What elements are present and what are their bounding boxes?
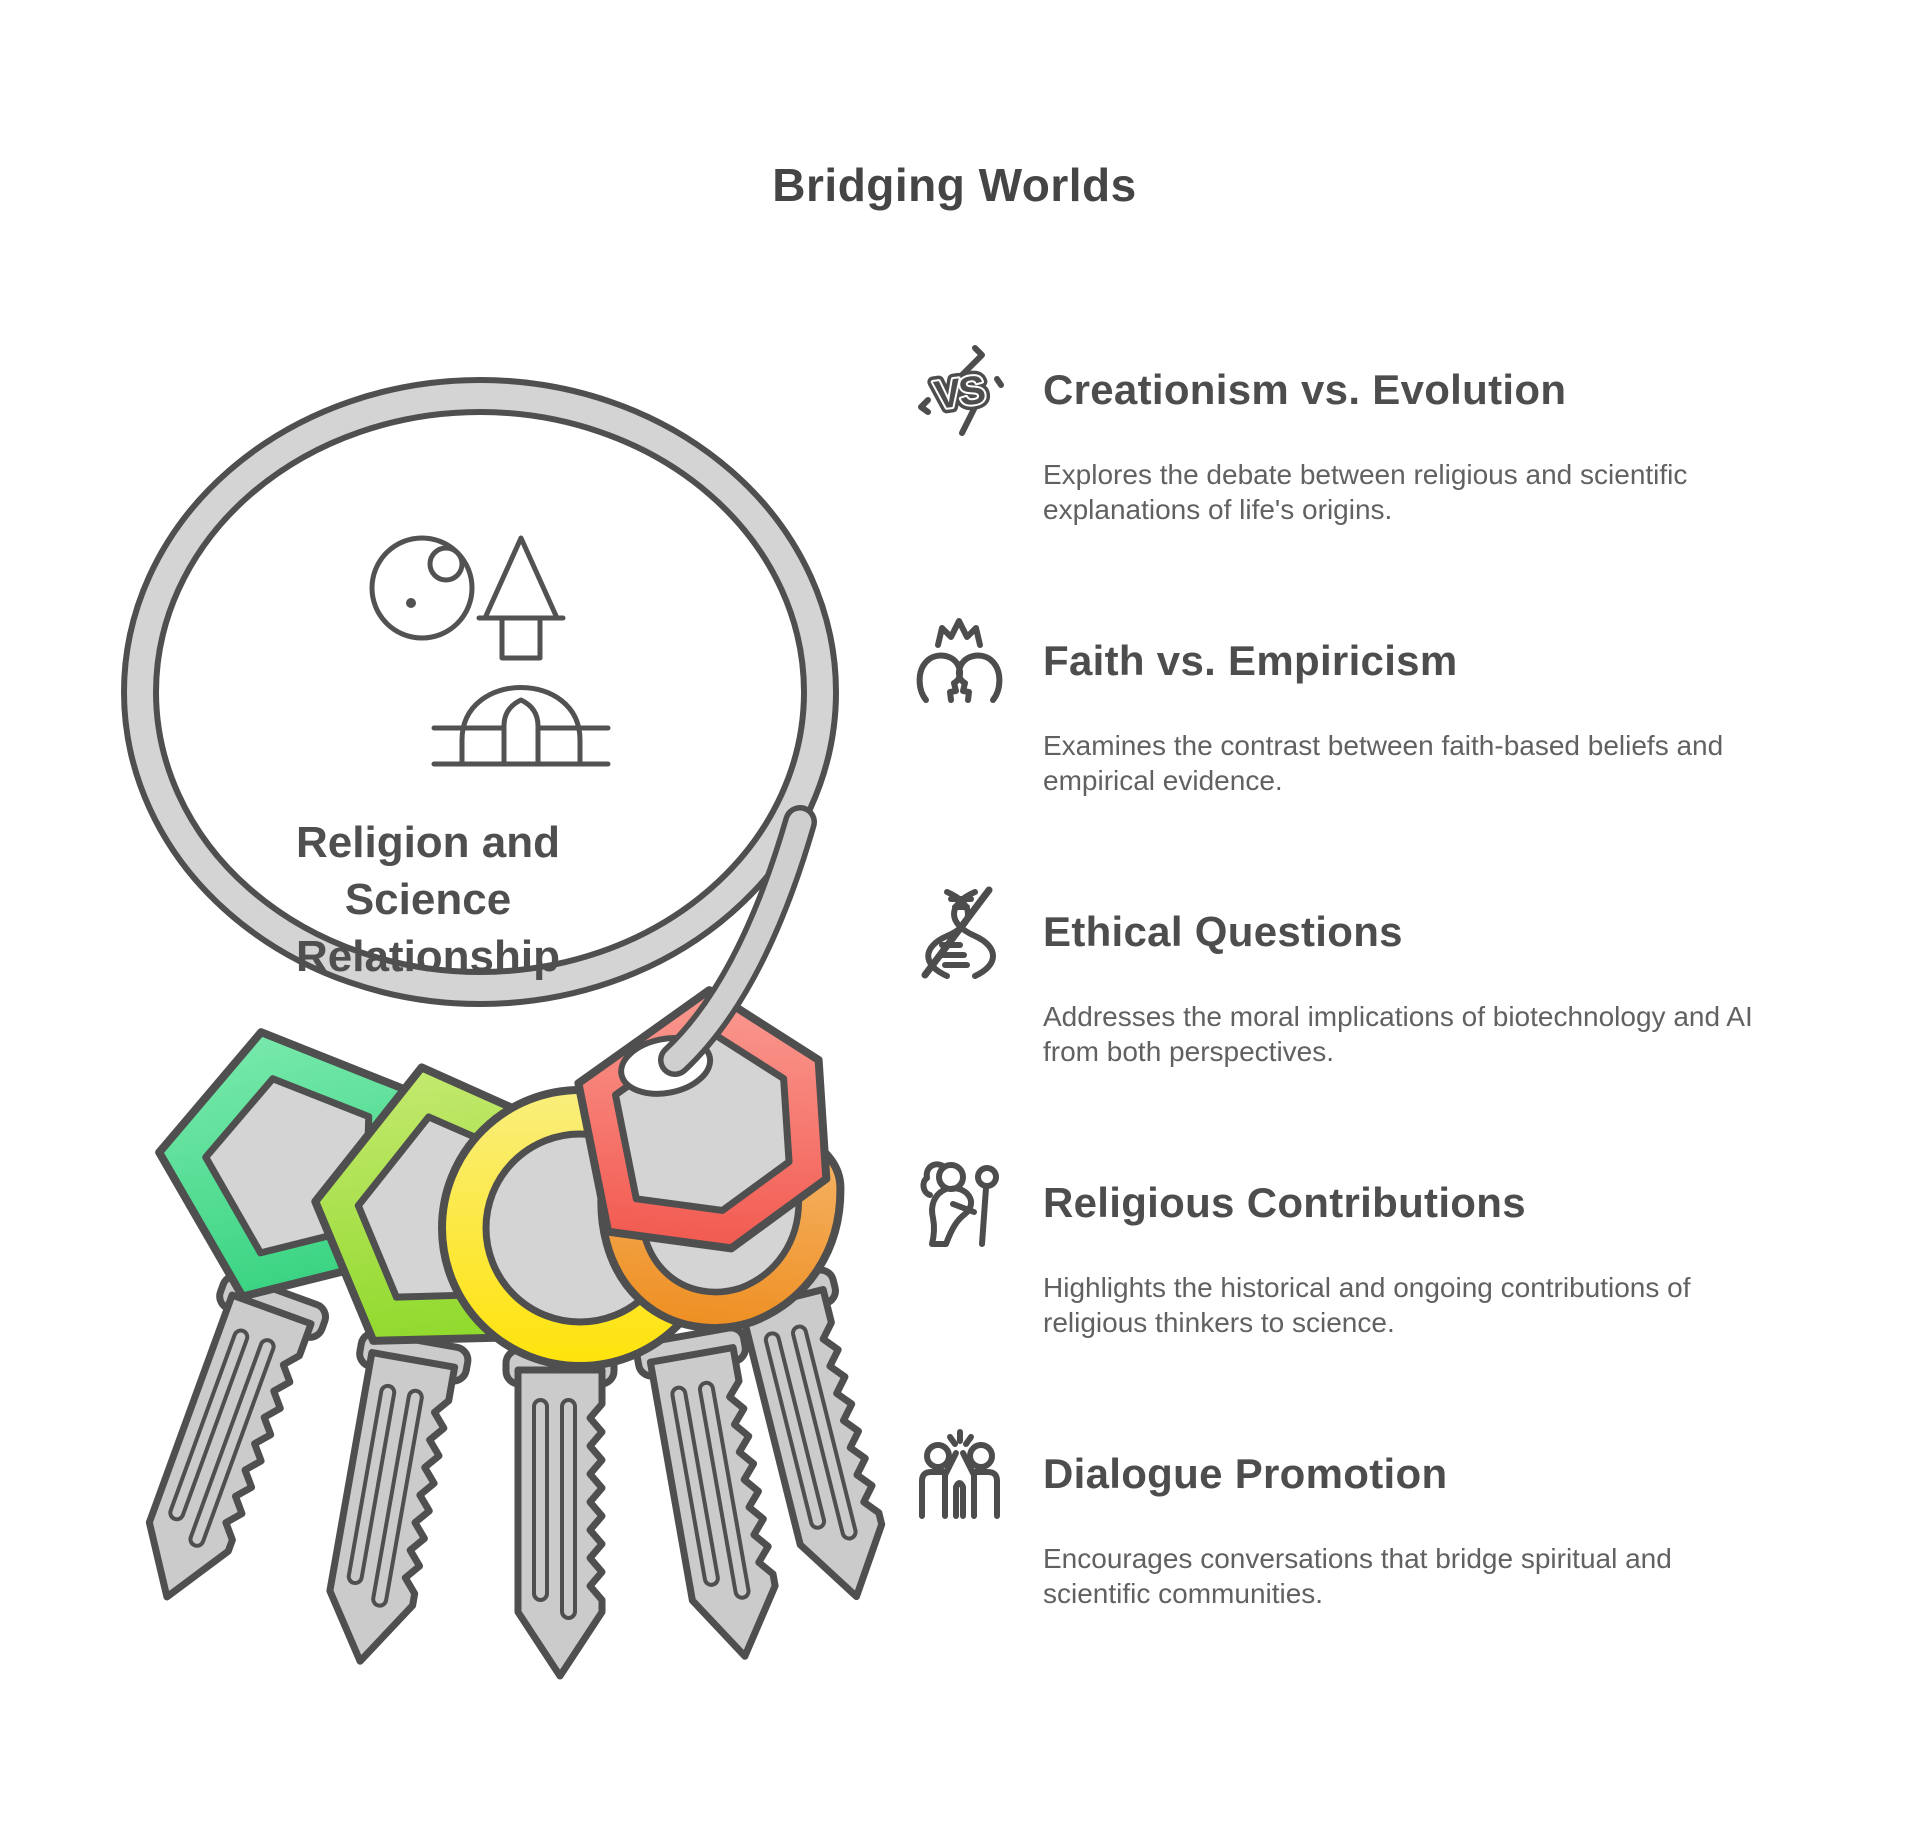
person-staff-icon (912, 1156, 1007, 1251)
keyring-label: Religion and Science Relationship (296, 818, 560, 981)
keyring-label-line2: Science (345, 875, 511, 924)
keyring-illustration: Religion and Science Relationship (90, 360, 910, 1660)
topic-content: Creationism vs. Evolution Explores the d… (1043, 343, 1772, 527)
keyring-label-line1: Religion and (296, 818, 560, 867)
vs-icon-text: VS (931, 368, 987, 419)
debate-people-icon (912, 614, 1007, 709)
key-head-red (574, 986, 831, 1253)
key-shaft-3 (506, 1350, 614, 1676)
topic-content: Faith vs. Empiricism Examines the contra… (1043, 614, 1772, 798)
topic-description: Highlights the historical and ongoing co… (1043, 1272, 1691, 1338)
topic-content: Religious Contributions Highlights the h… (1043, 1156, 1772, 1340)
dna-crossed-icon (912, 885, 1007, 980)
topic-description: Encourages conversations that bridge spi… (1043, 1543, 1672, 1609)
high-five-icon (912, 1427, 1007, 1522)
moon-icon (369, 535, 475, 641)
topic-item-creationism-vs-evolution: VS VS Creationism vs. Evolution Explores… (912, 343, 1772, 527)
key-shaft-1 (116, 1272, 329, 1615)
topic-item-religious-contributions: Religious Contributions Highlights the h… (912, 1156, 1772, 1340)
topic-content: Dialogue Promotion Encourages conversati… (1043, 1427, 1772, 1611)
topic-list: VS VS Creationism vs. Evolution Explores… (912, 343, 1772, 1698)
topic-title: Ethical Questions (1043, 908, 1403, 955)
key-shaft-2 (307, 1331, 470, 1671)
key-ring-front-segment (658, 805, 817, 1077)
keyring-svg: Religion and Science Relationship (90, 377, 910, 1660)
topic-description: Addresses the moral implications of biot… (1043, 1001, 1753, 1067)
topic-title: Faith vs. Empiricism (1043, 637, 1458, 684)
topic-title: Creationism vs. Evolution (1043, 366, 1567, 413)
keyring-label-line3: Relationship (296, 932, 560, 981)
topic-title: Dialogue Promotion (1043, 1450, 1448, 1497)
key-ring (121, 377, 839, 1007)
topic-item-ethical-questions: Ethical Questions Addresses the moral im… (912, 885, 1772, 1069)
topic-description: Explores the debate between religious an… (1043, 459, 1688, 525)
church-icon (431, 535, 611, 767)
topic-item-faith-vs-empiricism: Faith vs. Empiricism Examines the contra… (912, 614, 1772, 798)
topic-content: Ethical Questions Addresses the moral im… (1043, 885, 1772, 1069)
vs-lightning-icon: VS VS (912, 343, 1007, 438)
topic-item-dialogue-promotion: Dialogue Promotion Encourages conversati… (912, 1427, 1772, 1611)
topic-description: Examines the contrast between faith-base… (1043, 730, 1724, 796)
topic-title: Religious Contributions (1043, 1179, 1526, 1226)
page-title: Bridging Worlds (772, 159, 1137, 211)
